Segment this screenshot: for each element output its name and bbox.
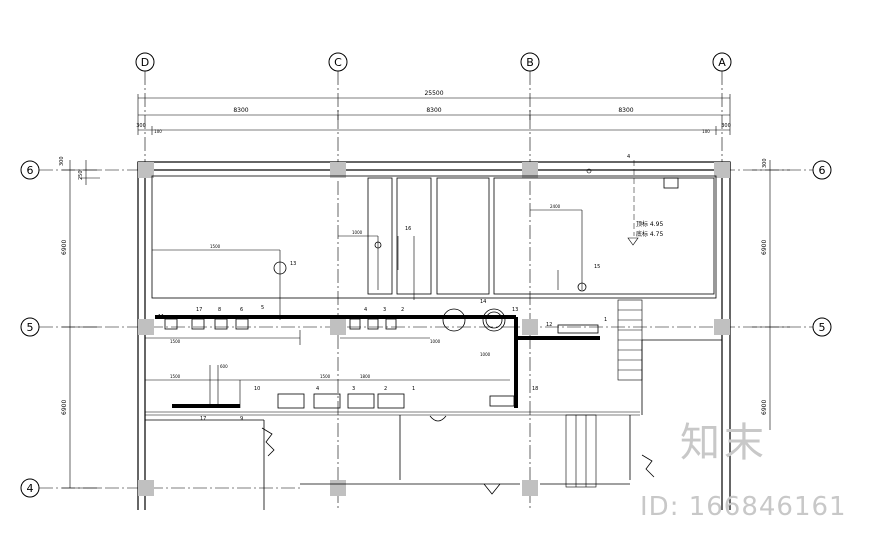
callout-14: 14: [480, 299, 486, 305]
small-dim-1: 1500: [210, 244, 221, 249]
level-bottom: 底标 4.75: [636, 230, 663, 238]
dim-left-small-b: 100: [154, 129, 162, 134]
small-dim-8: 1000: [430, 339, 441, 344]
small-dim-6: 1500: [320, 374, 331, 379]
callout-15: 15: [594, 264, 600, 270]
left-dimension-chain: [62, 160, 100, 489]
dim-bay-2: 8300: [426, 107, 441, 114]
callout-17b: 17: [200, 416, 206, 422]
dim-left-small-a: 300: [136, 123, 146, 129]
stair: [565, 299, 643, 488]
callout-5: 5: [261, 305, 264, 311]
dim-right-300: 300: [762, 158, 768, 168]
axis-label-A: A: [718, 56, 726, 69]
row-axis-4: 4: [20, 478, 300, 498]
callout-10: 10: [254, 386, 260, 392]
level-top: 顶标 4.95: [636, 220, 663, 228]
callout-3b: 3: [352, 386, 355, 392]
top-dimension-chain: [137, 94, 731, 135]
dim-right-6900-b: 6900: [761, 400, 768, 415]
callout-6: 6: [240, 307, 243, 313]
svg-text:4: 4: [27, 482, 34, 495]
callout-18: 18: [532, 386, 538, 392]
lower-pipes: [145, 330, 640, 416]
callout-8: 8: [218, 307, 221, 313]
callout-4b: 4: [316, 386, 319, 392]
tank-outlines: [151, 175, 717, 299]
small-dim-10: 1000: [480, 352, 491, 357]
watermark-brand: 知末: [680, 420, 768, 466]
callout-2: 2: [401, 307, 404, 313]
callout-12: 12: [546, 322, 552, 328]
axis-label-D: D: [141, 56, 149, 69]
structural-columns: [138, 162, 730, 496]
callout-13: 13: [290, 261, 296, 267]
small-dim-3: 1000: [352, 230, 363, 235]
dim-bay-3: 8300: [618, 107, 633, 114]
callout-1: 1: [604, 317, 607, 323]
svg-text:5: 5: [27, 321, 34, 334]
small-dim-4: 1500: [170, 374, 181, 379]
column-axis-C: C: [328, 52, 348, 510]
callout-17: 17: [196, 307, 202, 313]
callout-11: 11: [158, 314, 164, 320]
axis-label-B: B: [526, 56, 534, 69]
callout-2b: 2: [384, 386, 387, 392]
callout-3: 3: [383, 307, 386, 313]
inner-pipes: [152, 209, 583, 320]
column-axis-B: B: [520, 52, 540, 510]
small-dim-5: 600: [220, 364, 228, 369]
dim-bay-1: 8300: [233, 107, 248, 114]
small-dim-7: 1800: [360, 374, 371, 379]
equipment-row-lower: [277, 393, 515, 409]
dim-right-small-a: 100: [702, 129, 710, 134]
building-walls: [137, 161, 731, 510]
dim-left-250: 250: [78, 170, 84, 180]
axis-label-C: C: [334, 56, 342, 69]
callout-13b: 13: [512, 307, 518, 313]
right-dimension-chain: [752, 160, 790, 430]
dim-left-6900-b: 6900: [61, 400, 68, 415]
equipment-row-upper: [164, 308, 599, 334]
row-axis-5: 5 5: [20, 317, 832, 337]
dim-left-6900-a: 6900: [61, 240, 68, 255]
small-dim-9: 1500: [170, 339, 181, 344]
watermark-id: ID: 166846161: [640, 492, 847, 522]
dim-right-small-b: 300: [721, 123, 731, 129]
callout-16: 16: [405, 226, 411, 232]
dim-right-6900-a: 6900: [761, 240, 768, 255]
dim-left-300: 300: [59, 156, 65, 166]
lower-rooms: [145, 339, 722, 510]
svg-text:5: 5: [819, 321, 826, 334]
main-pipe: [155, 315, 600, 408]
svg-text:6: 6: [819, 164, 826, 177]
marker-4: 4: [627, 154, 630, 160]
svg-text:6: 6: [27, 164, 34, 177]
small-dim-2: 2400: [550, 204, 561, 209]
callout-9: 9: [240, 416, 243, 422]
dim-total: 25500: [424, 90, 443, 97]
callout-1b: 1: [412, 386, 415, 392]
callout-4: 4: [364, 307, 367, 313]
